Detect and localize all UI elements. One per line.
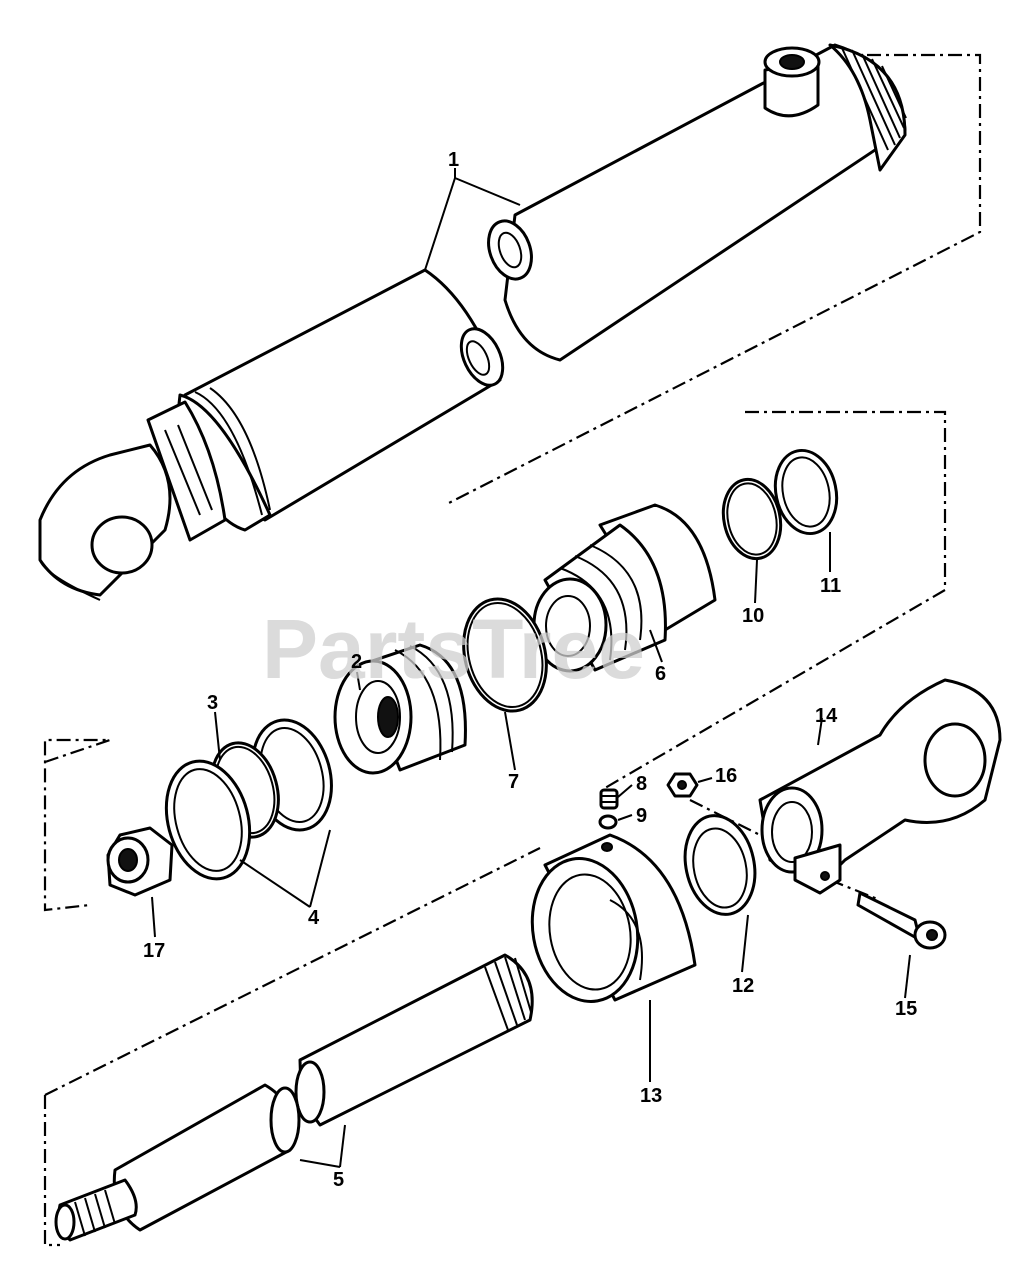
callout-14: 14 <box>815 705 838 727</box>
callout-3: 3 <box>207 692 218 714</box>
piston <box>333 643 467 775</box>
callout-17: 17 <box>143 940 165 962</box>
callout-13: 13 <box>640 1085 662 1107</box>
nut-17 <box>106 826 174 897</box>
end-cap-13 <box>530 833 697 1003</box>
callout-2: 2 <box>351 651 362 673</box>
bolt-15 <box>856 891 947 950</box>
exploded-boundary-lines <box>43 53 982 1247</box>
callout-11: 11 <box>820 575 841 597</box>
rod-eye-14 <box>758 678 1002 895</box>
callout-15: 15 <box>895 998 917 1020</box>
small-fittings <box>598 772 699 830</box>
piston-seals <box>164 718 333 881</box>
callout-4: 4 <box>308 907 320 929</box>
cylinder-barrel-upper <box>487 43 907 362</box>
watermark: PartsTree <box>262 602 645 696</box>
callout-12: 12 <box>732 975 754 997</box>
callout-5: 5 <box>333 1169 344 1191</box>
cylinder-barrel-lower <box>38 268 505 601</box>
wiper-ring-12-inner <box>692 827 748 909</box>
o-ring-7 <box>462 597 548 713</box>
o-ring-10 <box>721 477 783 561</box>
barrel-threads <box>841 47 907 151</box>
callout-7: 7 <box>508 771 519 793</box>
rod-threads <box>484 956 532 1031</box>
backup-ring-11-inner <box>781 456 831 528</box>
o-ring-7-inner <box>466 601 544 709</box>
gland-head <box>532 503 717 673</box>
leader-lines <box>151 168 911 1168</box>
callout-labels: 1 2 3 4 5 6 7 8 9 10 11 12 13 14 15 16 1… <box>143 149 917 1191</box>
piston-rod-5 <box>54 953 534 1242</box>
wiper-ring-12 <box>683 814 757 916</box>
callout-8: 8 <box>636 773 647 795</box>
o-ring-10-inner <box>726 482 778 556</box>
callout-16: 16 <box>715 765 737 787</box>
callout-1: 1 <box>448 149 459 171</box>
callout-6: 6 <box>655 663 666 685</box>
callout-10: 10 <box>742 605 764 627</box>
callout-9: 9 <box>636 805 647 827</box>
